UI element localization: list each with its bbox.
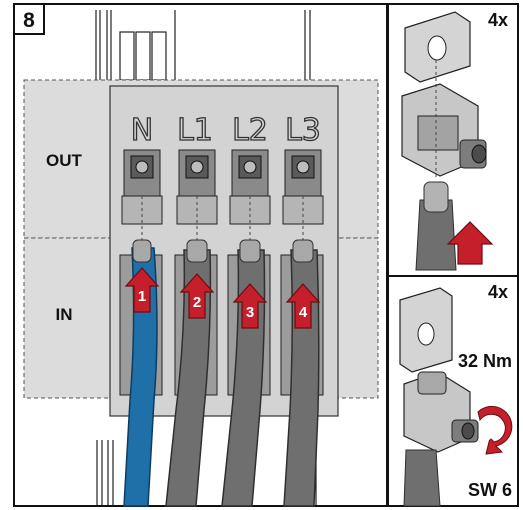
wrench-size-label: SW 6 <box>468 480 512 500</box>
quantity-label-bottom: 4x <box>488 282 508 302</box>
terminal-label-l2: L2 <box>232 113 268 148</box>
arrow-step-3-label: 3 <box>246 304 254 321</box>
lug-bracket-bottom <box>400 288 452 372</box>
ferrule-n <box>133 240 151 262</box>
terminal-label-l3: L3 <box>285 113 321 148</box>
cable-detail-bottom <box>404 450 440 506</box>
terminal-clamp-l3 <box>283 150 323 224</box>
zone-label-in: IN <box>56 305 73 324</box>
rotation-step-label: 5 <box>485 429 492 443</box>
ferrule-l3 <box>293 240 313 262</box>
step-number: 8 <box>23 9 35 32</box>
terminal-clamp-l1 <box>177 150 217 224</box>
main-panel: 1 2 3 4 N L1 L2 L3 OUT IN <box>14 4 387 506</box>
detail-panel-top: 4x <box>388 4 518 276</box>
terminal-clamp-n <box>122 150 162 224</box>
arrow-step-1-label: 1 <box>138 288 146 305</box>
terminal-label-n: N <box>131 113 153 148</box>
terminal-clamp-l2 <box>230 150 270 224</box>
arrow-step-4-label: 4 <box>299 304 308 321</box>
torque-label: 32 Nm <box>458 351 512 371</box>
detail-panel-bottom: 5 4x 32 Nm SW 6 <box>388 276 518 506</box>
zone-label-out: OUT <box>46 151 83 170</box>
ferrule-l1 <box>187 240 207 262</box>
quantity-label-top: 4x <box>488 10 508 30</box>
ferrule-detail-top <box>424 182 448 212</box>
terminal-label-l1: L1 <box>177 113 213 148</box>
arrow-step-2-label: 2 <box>193 294 201 311</box>
ferrule-l2 <box>240 240 260 262</box>
